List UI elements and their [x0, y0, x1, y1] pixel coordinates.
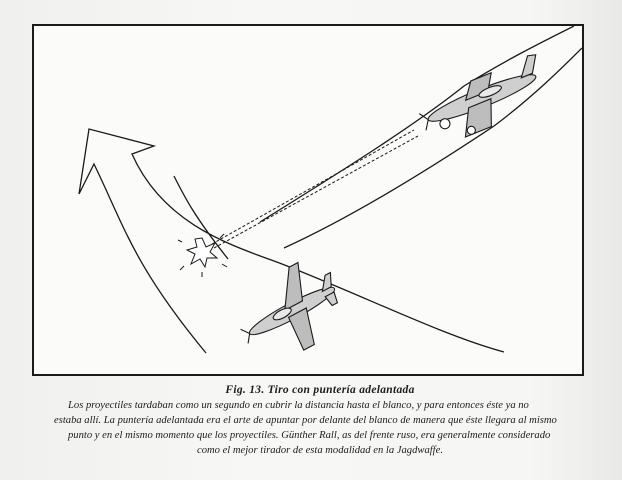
caption-line: Los proyectiles tardaban como un segundo… — [68, 400, 529, 411]
tracer-line-2 — [213, 135, 419, 249]
tracer-line-1 — [211, 129, 415, 245]
caption-line: estaba allí. La puntería adelantada era … — [54, 415, 557, 426]
flight-path-band — [78, 128, 505, 354]
aircraft-deflection-illustration — [78, 26, 582, 354]
caption-line: punto y en el mismo momento que los proy… — [68, 430, 551, 441]
target-aircraft — [418, 54, 537, 138]
flight-path-upper-inner — [283, 47, 582, 249]
flight-path-upper — [259, 26, 575, 223]
figure-caption-body: Los proyectiles tardaban como un segundo… — [40, 398, 600, 458]
attacking-aircraft — [240, 261, 339, 351]
caption-line: como el mejor tirador de esta modalidad … — [197, 445, 443, 456]
figure-caption: Fig. 13. Tiro con puntería adelantada Lo… — [40, 384, 600, 458]
illustration-frame — [32, 24, 584, 376]
impact-burst — [177, 233, 228, 277]
figure-title: Fig. 13. Tiro con puntería adelantada — [225, 384, 415, 396]
